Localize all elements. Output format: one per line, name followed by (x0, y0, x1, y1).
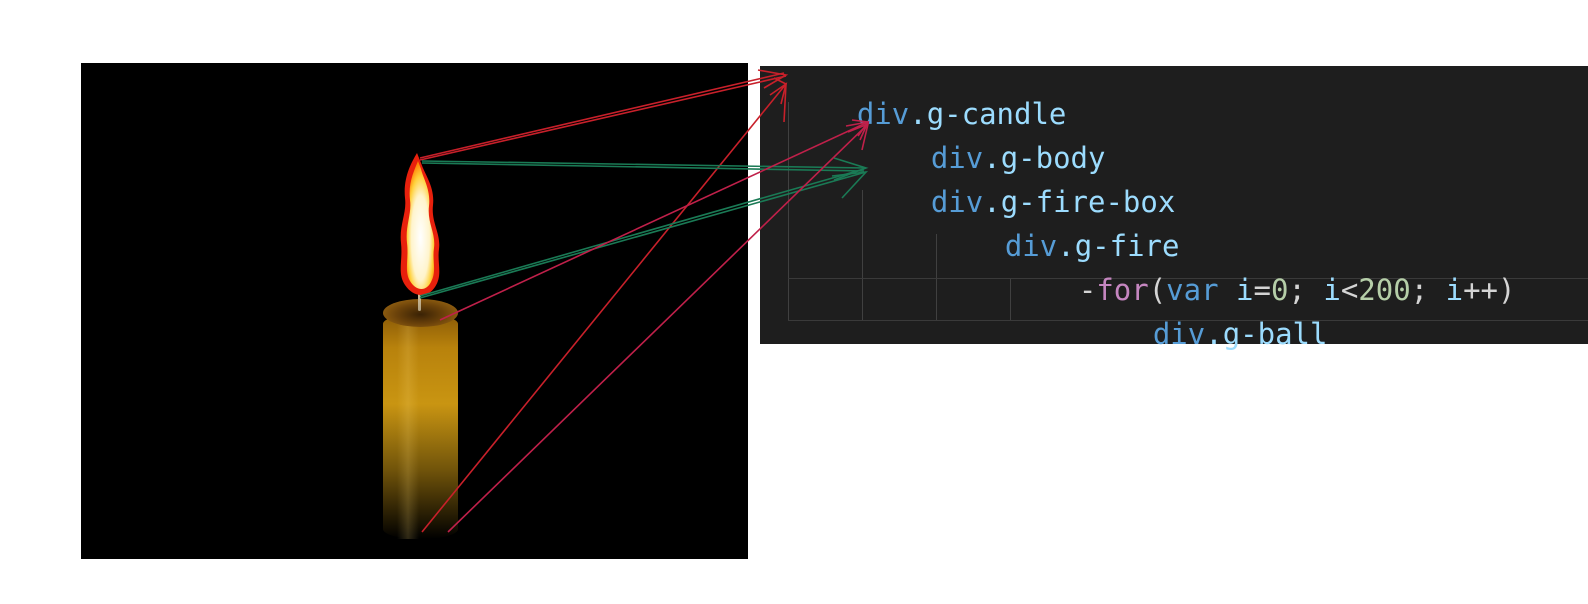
candle-preview (81, 63, 748, 559)
token-dot: . (1057, 229, 1075, 263)
token-class: g-fire-box (1000, 185, 1176, 219)
token-dot: . (1205, 317, 1223, 351)
indent-guide (936, 234, 937, 320)
indent-guide (862, 190, 863, 320)
flame (400, 153, 440, 296)
code-line-ball[interactable]: div.g-ball (1083, 280, 1328, 388)
code-line-body[interactable]: div.g-body (861, 104, 1106, 212)
token-dash: - (1078, 273, 1097, 307)
token-dot: . (983, 141, 1001, 175)
token-less-than: < (1340, 273, 1359, 307)
token-class: g-ball (1222, 317, 1328, 351)
candle-wick (418, 281, 421, 311)
token-paren-open: ( (1148, 273, 1167, 307)
flame-inner (406, 161, 435, 290)
token-number: 200 (1358, 273, 1411, 307)
candle-body (383, 314, 458, 539)
arrow-candle-from-base (421, 77, 788, 533)
token-class: g-body (1000, 141, 1106, 175)
arrow-body-from-base (447, 122, 870, 533)
token-class: g-fire (1074, 229, 1180, 263)
token-identifier: i (1218, 273, 1254, 307)
token-dot: . (983, 185, 1001, 219)
token-tag: div (1004, 229, 1058, 263)
arrow-fire-box-from-flame (421, 157, 869, 181)
token-class: g-candle (926, 97, 1067, 131)
code-line-fire-box[interactable]: div.g-fire-box (861, 148, 1175, 256)
token-equals: = (1253, 273, 1271, 307)
arrow-candle-from-flame (419, 69, 789, 161)
token-tag: div (930, 141, 984, 175)
indent-guide (1010, 278, 1011, 320)
token-tag: div (1152, 317, 1206, 351)
token-increment: ++ (1463, 273, 1498, 307)
arrow-fire-box-from-wick (419, 168, 869, 299)
token-tag: div (930, 185, 984, 219)
code-line-fire[interactable]: div.g-fire (935, 192, 1180, 300)
token-paren-close: ) (1497, 273, 1516, 307)
line-highlight-bottom (788, 320, 1588, 321)
token-semicolon: ; (1410, 273, 1446, 307)
line-highlight-top (788, 278, 1588, 279)
token-identifier: i (1323, 273, 1341, 307)
token-identifier: i (1445, 273, 1464, 307)
token-keyword-var: var (1166, 273, 1219, 307)
code-line-for-loop[interactable]: -for(var i=0; i<200; i++) (1009, 236, 1516, 344)
code-editor: div.g-candle div.g-body div.g-fire-box d… (760, 66, 1588, 351)
token-semicolon: ; (1288, 273, 1324, 307)
token-number: 0 (1270, 273, 1289, 307)
indent-guide (788, 102, 789, 320)
token-keyword-for: for (1096, 273, 1149, 307)
token-dot: . (909, 97, 927, 131)
arrow-body-from-top (439, 119, 870, 321)
